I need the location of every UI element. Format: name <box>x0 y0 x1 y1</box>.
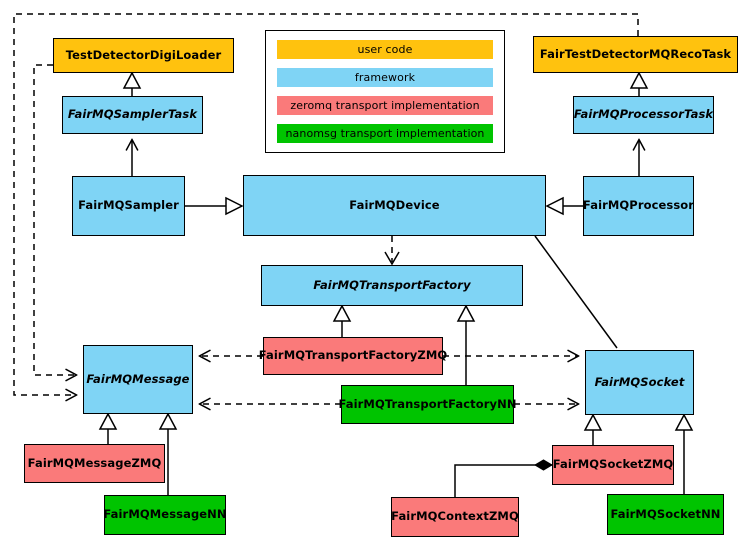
legend-label: zeromq transport implementation <box>290 99 480 112</box>
node-fair-mq-message-zmq[interactable]: FairMQMessageZMQ <box>24 444 165 483</box>
node-fair-mq-device[interactable]: FairMQDevice <box>243 175 546 236</box>
node-label: FairMQSocketNN <box>610 506 721 521</box>
node-fair-test-detector-mq-reco-task[interactable]: FairTestDetectorMQRecoTask <box>533 36 738 73</box>
node-fair-mq-transport-factory[interactable]: FairMQTransportFactory <box>261 265 523 306</box>
node-fair-mq-message-nn[interactable]: FairMQMessageNN <box>103 495 227 535</box>
node-label: FairMQContextZMQ <box>391 509 519 524</box>
node-fair-mq-sampler-task[interactable]: FairMQSamplerTask <box>62 96 203 134</box>
node-label: TestDetectorDigiLoader <box>65 47 222 62</box>
legend-label: framework <box>354 71 416 84</box>
edge-socketzmq-to-contextzmq <box>454 459 553 497</box>
dependency-arrowhead-device-transportfactory <box>384 251 400 266</box>
legend-panel: user code framework zeromq transport imp… <box>265 30 505 153</box>
node-label: FairMQSocket <box>594 374 685 389</box>
node-fair-mq-processor-task[interactable]: FairMQProcessorTask <box>573 96 714 134</box>
node-label: FairMQDevice <box>349 197 440 212</box>
node-label: FairMQProcessor <box>582 198 695 213</box>
node-label: FairTestDetectorMQRecoTask <box>539 46 732 61</box>
node-fair-mq-sampler[interactable]: FairMQSampler <box>72 176 185 236</box>
node-label: FairMQMessageZMQ <box>27 455 162 470</box>
node-label: FairMQProcessorTask <box>573 107 714 122</box>
node-fair-mq-processor[interactable]: FairMQProcessor <box>583 176 694 236</box>
node-label: FairMQTransportFactory <box>313 277 471 292</box>
node-label: FairMQSocketZMQ <box>552 457 674 472</box>
node-fair-mq-transport-factory-zmq[interactable]: FairMQTransportFactoryZMQ <box>259 337 447 375</box>
node-fair-mq-socket-nn[interactable]: FairMQSocketNN <box>607 494 724 535</box>
legend-label: user code <box>357 43 413 56</box>
node-label: FairMQMessage <box>86 371 190 386</box>
node-fair-mq-socket[interactable]: FairMQSocket <box>585 350 694 415</box>
node-fair-mq-message[interactable]: FairMQMessage <box>83 345 193 414</box>
node-label: FairMQSampler <box>78 198 179 213</box>
legend-item-zeromq: zeromq transport implementation <box>277 96 493 115</box>
node-label: FairMQTransportFactoryZMQ <box>258 348 448 363</box>
node-label: FairMQTransportFactoryNN <box>338 396 517 411</box>
node-fair-mq-socket-zmq[interactable]: FairMQSocketZMQ <box>552 445 674 485</box>
legend-item-nanomsg: nanomsg transport implementation <box>277 124 493 143</box>
legend-item-framework: framework <box>277 68 493 87</box>
edge-device-to-socket <box>534 235 618 349</box>
node-test-detector-digi-loader[interactable]: TestDetectorDigiLoader <box>53 38 234 73</box>
node-label: FairMQSamplerTask <box>67 107 198 122</box>
node-fair-mq-transport-factory-nn[interactable]: FairMQTransportFactoryNN <box>338 385 517 424</box>
legend-label: nanomsg transport implementation <box>285 127 485 140</box>
node-fair-mq-context-zmq[interactable]: FairMQContextZMQ <box>391 497 519 537</box>
legend-item-user-code: user code <box>277 40 493 59</box>
node-label: FairMQMessageNN <box>103 507 227 522</box>
